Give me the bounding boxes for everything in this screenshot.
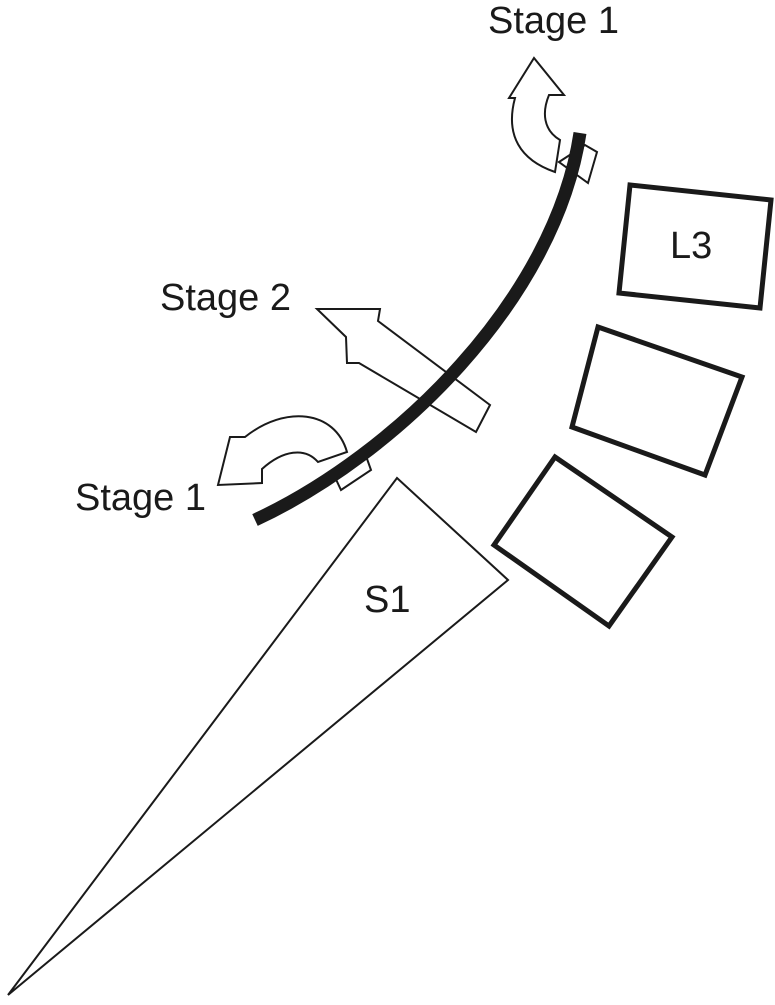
- curved-rod: [252, 132, 587, 526]
- stage1-bottom-label: Stage 1: [75, 477, 206, 519]
- stage2-label: Stage 2: [160, 277, 291, 319]
- stage1-bottom-arrow: [216, 415, 349, 487]
- vertebra-l3: [616, 182, 774, 311]
- stage1-top-label: Stage 1: [488, 0, 619, 42]
- vertebra-l4: [569, 323, 746, 479]
- stage1-top-arrow: [507, 56, 567, 174]
- l3-label: L3: [670, 225, 712, 267]
- stage2-arrow: [314, 308, 492, 434]
- s1-label: S1: [364, 579, 410, 621]
- sacrum-s1-wedge: [7, 476, 510, 996]
- vertebra-l5: [490, 453, 676, 630]
